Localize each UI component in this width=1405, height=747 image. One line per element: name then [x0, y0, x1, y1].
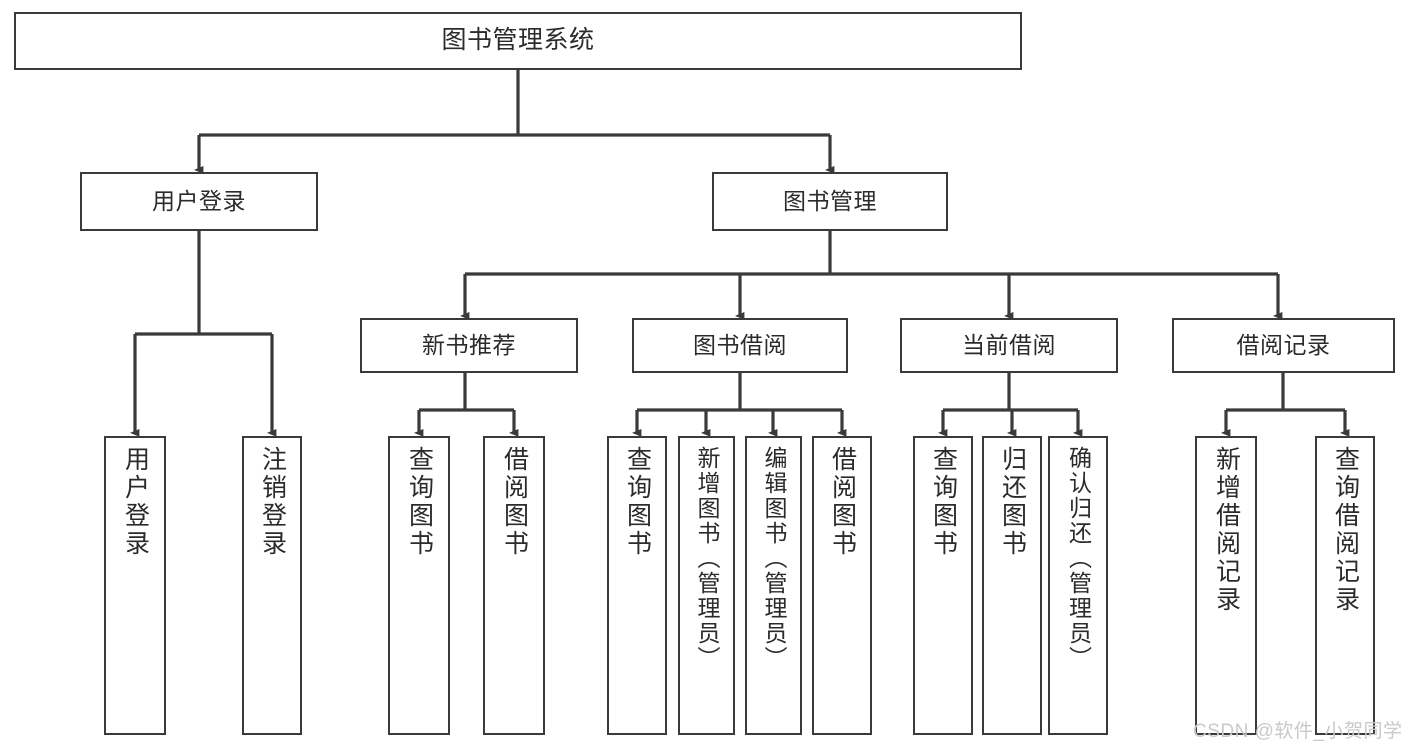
node-label: 当前借阅	[962, 331, 1056, 358]
node-label: 新增借阅记录	[1212, 446, 1241, 614]
node-label: 借阅图书	[500, 446, 529, 558]
node-book-borrow[interactable]: 图书借阅	[632, 318, 848, 373]
csdn-watermark: CSDN @软件_小贺同学	[1193, 721, 1403, 742]
leaf-borrow-book[interactable]: 借阅图书	[812, 436, 872, 735]
leaf-query-book-recommend[interactable]: 查询图书	[388, 436, 450, 735]
node-label: 查询图书	[929, 446, 958, 558]
node-label: 图书管理系统	[441, 26, 595, 55]
node-label: 用户登录	[121, 446, 150, 558]
node-label: 图书管理	[783, 187, 877, 214]
node-label: 新书推荐	[422, 331, 516, 358]
node-label: 归还图书	[998, 446, 1027, 558]
node-label: 编辑图书（管理员）	[761, 446, 787, 671]
node-label: 借阅图书	[828, 446, 857, 558]
leaf-query-book-current[interactable]: 查询图书	[913, 436, 973, 735]
leaf-query-book-borrow[interactable]: 查询图书	[607, 436, 667, 735]
leaf-user-login[interactable]: 用户登录	[104, 436, 166, 735]
node-label: 确认归还（管理员）	[1065, 446, 1092, 671]
node-label: 新增图书（管理员）	[694, 446, 720, 671]
node-label: 查询图书	[623, 446, 652, 558]
leaf-add-book-admin[interactable]: 新增图书（管理员）	[678, 436, 735, 735]
node-system-root[interactable]: 图书管理系统	[14, 12, 1022, 70]
node-label: 注销登录	[258, 446, 287, 558]
node-current-borrow[interactable]: 当前借阅	[900, 318, 1118, 373]
node-label: 查询借阅记录	[1331, 446, 1360, 614]
leaf-return-book[interactable]: 归还图书	[982, 436, 1042, 735]
leaf-borrow-book-recommend[interactable]: 借阅图书	[483, 436, 545, 735]
node-new-book-recommend[interactable]: 新书推荐	[360, 318, 578, 373]
leaf-query-borrow-record[interactable]: 查询借阅记录	[1315, 436, 1375, 735]
leaf-logout-login[interactable]: 注销登录	[242, 436, 302, 735]
node-borrow-record[interactable]: 借阅记录	[1172, 318, 1395, 373]
node-label: 图书借阅	[693, 331, 787, 358]
leaf-confirm-return-admin[interactable]: 确认归还（管理员）	[1048, 436, 1108, 735]
leaf-add-borrow-record[interactable]: 新增借阅记录	[1195, 436, 1257, 735]
node-label: 用户登录	[152, 187, 246, 214]
node-label: 查询图书	[405, 446, 434, 558]
node-book-manage[interactable]: 图书管理	[712, 172, 948, 231]
node-label: 借阅记录	[1236, 331, 1331, 358]
node-user-login[interactable]: 用户登录	[80, 172, 318, 231]
leaf-edit-book-admin[interactable]: 编辑图书（管理员）	[745, 436, 802, 735]
